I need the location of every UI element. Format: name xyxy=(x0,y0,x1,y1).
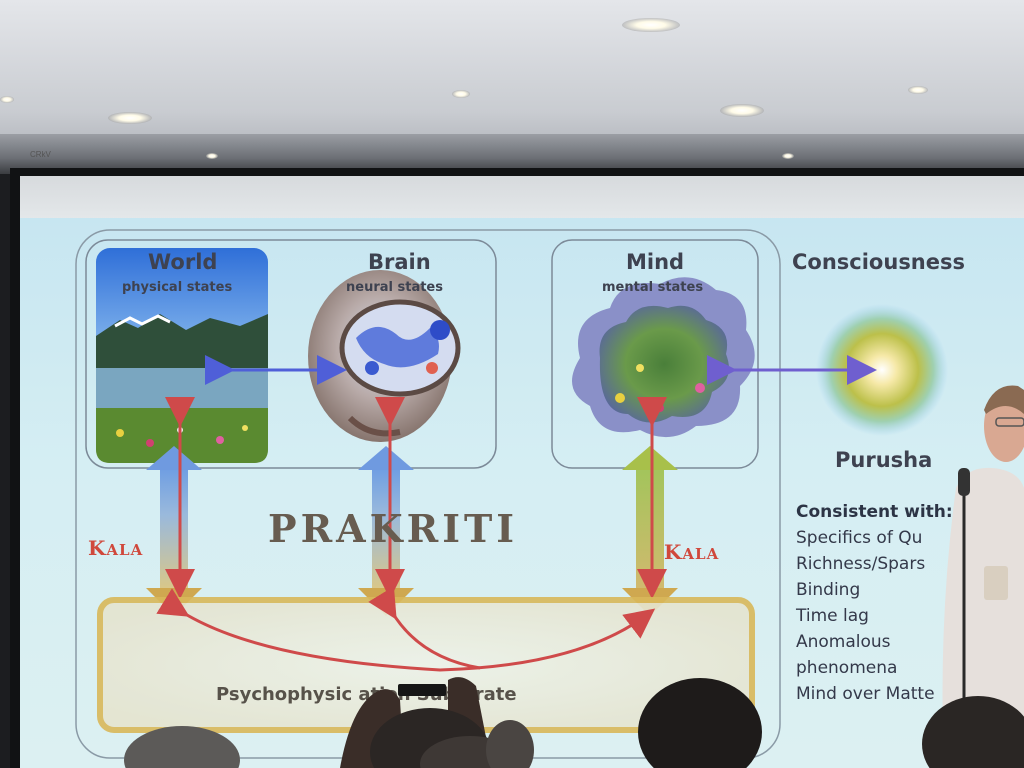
kala-right-initial: K xyxy=(664,540,683,564)
projector-screen-top xyxy=(20,176,1024,220)
prakriti-label: PRAKRITI xyxy=(268,506,519,551)
slide-graphics xyxy=(75,229,948,759)
world-landscape-image xyxy=(96,248,268,463)
substrate-curve-arrow xyxy=(156,588,656,672)
kala-left-initial: K xyxy=(88,536,107,560)
ceiling-light xyxy=(720,104,764,117)
ceiling-light xyxy=(108,112,152,124)
audience-silhouettes xyxy=(124,677,1024,768)
world-substrate-thick-arrow xyxy=(146,446,202,616)
brain-title: Brain xyxy=(368,250,431,274)
ceiling-light xyxy=(622,18,680,32)
consciousness-orb xyxy=(816,304,948,436)
substrate-curve-arrow-brain xyxy=(368,586,481,670)
world-subtitle: physical states xyxy=(122,280,233,295)
consistent-heading: Consistent with: xyxy=(796,502,953,522)
consistent-item: Anomalous xyxy=(796,632,891,652)
consistent-item: Binding xyxy=(796,580,861,600)
purusha-caption: Purusha xyxy=(835,448,933,472)
mind-title: Mind xyxy=(626,250,685,274)
kala-left-rest: ALA xyxy=(106,541,144,559)
mind-cloud-image xyxy=(572,277,755,438)
ceiling-light xyxy=(908,86,928,94)
world-brain-box xyxy=(85,239,497,469)
consistent-item: Time lag xyxy=(796,606,869,626)
ceiling xyxy=(0,0,1024,140)
consistent-item: Richness/Spars xyxy=(796,554,926,574)
ceiling-light xyxy=(0,96,14,103)
world-title: World xyxy=(148,250,218,274)
speaker-figure xyxy=(942,385,1024,768)
consciousness-title: Consciousness xyxy=(792,250,966,274)
brain-subtitle: neural states xyxy=(346,280,443,295)
brain-scan-image xyxy=(308,270,461,442)
consistent-item: Specifics of Qu xyxy=(796,528,923,548)
ceiling-light xyxy=(206,153,218,159)
kala-right-rest: ALA xyxy=(682,545,720,563)
ceiling-beam xyxy=(0,134,1024,174)
ceiling-light xyxy=(782,153,794,159)
kala-right-label: KALA xyxy=(664,540,719,564)
mind-substrate-thick-arrow xyxy=(622,446,678,616)
ceiling-logo: CRkV xyxy=(30,150,51,159)
consistent-item: Mind over Matte xyxy=(796,684,935,704)
kala-left-label: KALA xyxy=(88,536,143,560)
ceiling-light xyxy=(452,90,470,98)
consistent-item: phenomena xyxy=(796,658,898,678)
presentation-slide: World physical states Brain neural state… xyxy=(20,218,1024,768)
mind-subtitle: mental states xyxy=(602,280,704,295)
